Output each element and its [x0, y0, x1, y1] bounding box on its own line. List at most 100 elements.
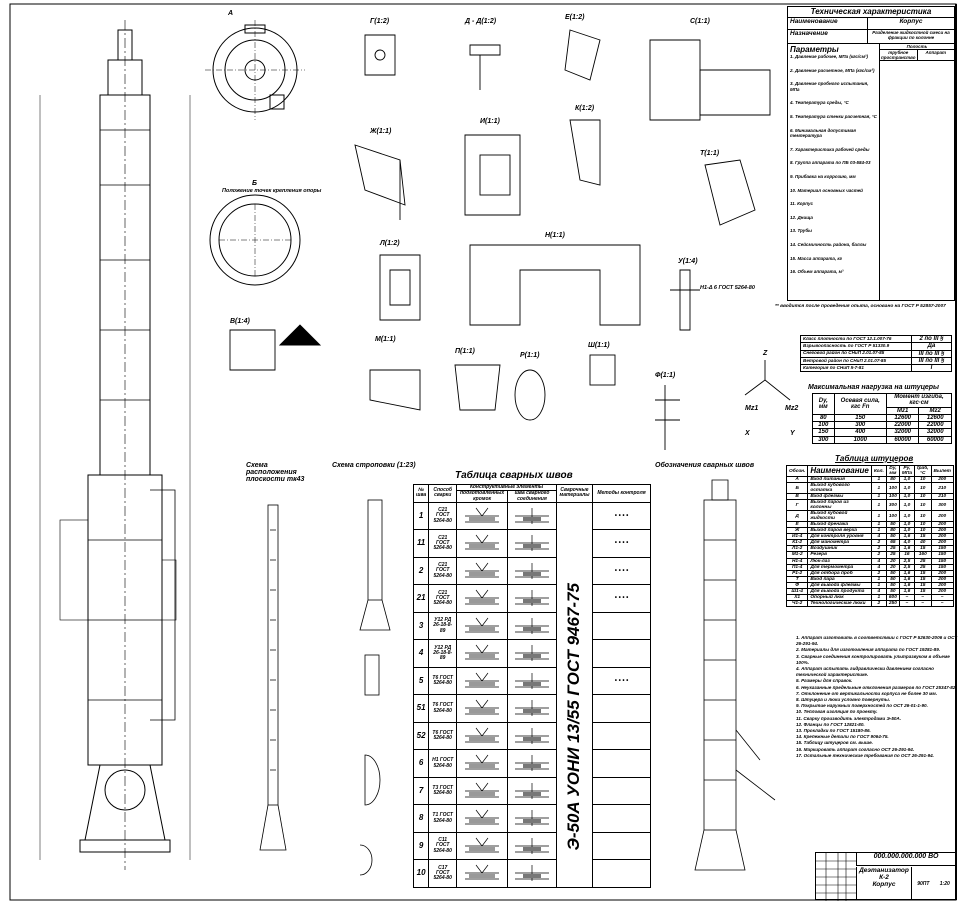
weld-control-marks — [592, 804, 651, 833]
nozzles-header: Вылет — [930, 464, 954, 478]
tech-param: 6. Минимальная допустимая температура — [790, 127, 856, 139]
nozzle-cell: 150 — [930, 557, 954, 565]
nozzle-cell: М1-2 — [785, 551, 809, 559]
tech-param: 12. Днища — [790, 214, 813, 220]
tech-param: 11. Корпус — [790, 201, 814, 207]
loads-header: Mz2 — [918, 406, 952, 415]
detail-sh-label: Ш(1:1) — [588, 342, 610, 349]
note-item: 16. Маркировать аппарат согласно ОСТ 26-… — [796, 746, 915, 752]
loads-header: Осевая сила, кгс Fn — [833, 393, 887, 415]
weld-marks-column — [694, 479, 776, 871]
weld-edge-sketch — [456, 831, 508, 861]
weld-joint-sketch — [506, 529, 558, 558]
weld-edge-sketch — [456, 749, 508, 778]
nozzles-header: tраб, °С — [914, 464, 932, 478]
nozzle-cell: Н1-4 — [785, 557, 809, 565]
axis-mz2-label: Mz2 — [785, 405, 799, 412]
nozzle-cell: Выход паров из колонны — [807, 499, 872, 512]
nozzle-cell: Для вывода продукта — [807, 587, 872, 595]
section-b-note: Положение точек крепления опоры — [222, 188, 322, 194]
nozzle-cell: 16 — [898, 551, 916, 559]
weld-control-marks — [592, 694, 651, 723]
nozzle-cell: 200 — [930, 521, 954, 529]
note-item: 3. Сварные соединения контролировать уль… — [796, 653, 950, 665]
loads-cell: 400 — [833, 428, 887, 437]
section-a-label: А — [228, 10, 234, 17]
nozzle-cell: 1 — [870, 482, 887, 495]
nozzle-cell: Для контроля уровня — [807, 533, 872, 541]
nozzle-cell: 1,0 — [898, 476, 916, 484]
weld-method: С11 ГОСТ 5264-80 — [428, 831, 458, 861]
nozzles-header: Py, МПа — [898, 464, 916, 478]
weld-method: С17 ГОСТ 5264-80 — [428, 859, 458, 888]
note-item: 11. Сварку производить электродами Э-50А… — [796, 715, 902, 721]
nozzle-cell: 10 — [914, 510, 932, 523]
weld-joint-sketch — [506, 639, 558, 668]
nozzle-cell: Ф — [785, 581, 809, 589]
nozzles-title: Таблица штуцеров — [835, 454, 914, 463]
detail-n-label: Н(1:1) — [545, 232, 565, 239]
weld-marks-title: Обозначения сварных швов — [655, 462, 755, 469]
nozzle-cell: Выход кубовой жидкости — [807, 510, 872, 523]
detail-t-label: Т(1:1) — [700, 150, 720, 157]
loads-cell: 300 — [833, 421, 887, 430]
welds-header: подготовленных кромок — [456, 490, 508, 503]
section-b-view — [209, 194, 301, 286]
nozzle-cell: – — [914, 599, 932, 607]
tech-col2: Аппарат — [925, 50, 946, 55]
weld-edge-sketch — [456, 639, 508, 668]
weld-joint-sketch — [506, 501, 558, 531]
nozzle-cell: – — [898, 599, 916, 607]
weld-number: 4 — [412, 639, 430, 668]
weld-control-marks: • • • • — [592, 501, 651, 531]
title-scale: 1:20 — [939, 880, 950, 887]
loads-cell: 60000 — [918, 435, 952, 445]
nozzle-cell: 1,6 — [898, 575, 916, 583]
loads-cell: 100 — [812, 421, 835, 430]
nozzle-cell: 1,6 — [898, 533, 916, 541]
scheme-slinging — [359, 499, 391, 876]
axis-y-label: Y — [790, 430, 795, 437]
nozzle-cell: И1-4 — [785, 533, 809, 541]
weld-number: 3 — [412, 611, 430, 641]
weld-control-marks: • • • • — [592, 529, 651, 558]
weld-control-marks — [592, 611, 651, 641]
axis-x-label: X — [745, 430, 750, 437]
note-item: 12. Фланцы по ГОСТ 12821-80. — [796, 721, 865, 727]
nozzle-cell: 1,6 — [898, 545, 916, 553]
axis-mz1-label: Mz1 — [745, 405, 759, 412]
weld-joint-sketch — [506, 556, 558, 586]
tech-name-value: Корпус — [899, 18, 923, 25]
weld-joint-sketch — [506, 611, 558, 641]
nozzle-cell: 100 — [885, 510, 900, 523]
loads-cell: 22000 — [918, 421, 952, 430]
detail-e-label: Е(1:2) — [565, 14, 585, 21]
weld-number: 21 — [412, 584, 430, 613]
detail-l-label: Л(1:2) — [380, 240, 400, 247]
requirement-label: Класс плотности по ГОСТ 12.1.007-76 — [800, 334, 912, 344]
loads-cell: 150 — [833, 413, 887, 423]
welds-header: Способ сварки — [428, 484, 458, 503]
weld-method: Н1 ГОСТ 5264-80 — [428, 749, 458, 778]
loads-header: Mz1 — [885, 406, 920, 415]
detail-p-label: П(1:1) — [455, 348, 475, 355]
weld-control-marks — [592, 776, 651, 806]
nozzle-cell: 200 — [930, 575, 954, 583]
weld-joint-sketch — [506, 666, 558, 696]
tech-param: 2. Давление расчетное, МПа (кгс/см²) — [790, 67, 875, 73]
requirement-label: Снеговой район по СНиП 2.01.07-85 — [800, 349, 912, 358]
tech-param: 14. Сейсмичность района, баллы — [790, 241, 867, 247]
nozzle-cell: 150 — [930, 551, 954, 559]
